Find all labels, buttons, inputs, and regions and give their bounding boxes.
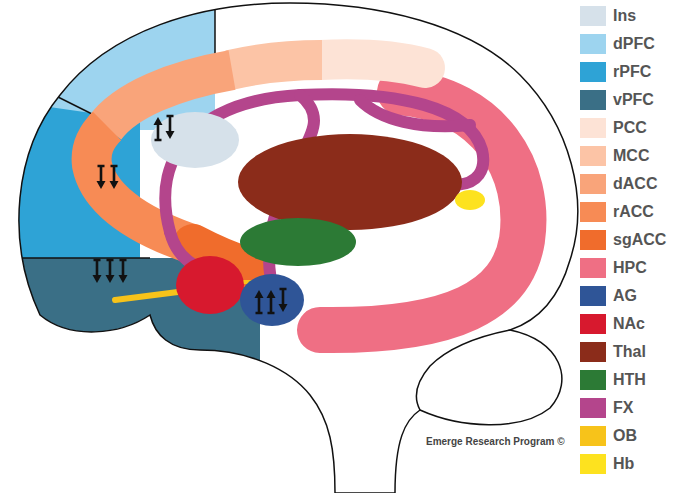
- legend-swatch: [580, 258, 606, 278]
- legend-swatch: [580, 62, 606, 82]
- legend-label: FX: [613, 398, 633, 418]
- legend-swatch: [580, 90, 606, 110]
- legend-label: rPFC: [613, 62, 651, 82]
- legend-swatch: [580, 146, 606, 166]
- legend-swatch: [580, 202, 606, 222]
- olfactory-bulb: [115, 292, 178, 300]
- brain-outline: [19, 3, 578, 493]
- legend-swatch: [580, 314, 606, 334]
- legend-label: rACC: [613, 202, 654, 222]
- legend-label: HTH: [613, 370, 646, 390]
- hypothalamus: [240, 218, 356, 266]
- legend-label: NAc: [613, 314, 645, 334]
- legend-label: sgACC: [613, 230, 666, 250]
- legend-swatch: [580, 230, 606, 250]
- legend-label: Thal: [613, 342, 646, 362]
- legend-label: dPFC: [613, 34, 655, 54]
- legend-swatch: [580, 174, 606, 194]
- legend-label: Hb: [613, 454, 634, 474]
- habenula: [455, 190, 485, 210]
- nucleus-accumbens: [176, 256, 244, 314]
- legend-swatch: [580, 286, 606, 306]
- watermark: Emerge Research Program ©: [424, 436, 567, 447]
- legend-label: AG: [613, 286, 637, 306]
- insula: [151, 112, 239, 168]
- legend-swatch: [580, 342, 606, 362]
- prefrontal-regions: [0, 0, 260, 360]
- amygdala: [240, 274, 304, 326]
- change-arrows: [93, 116, 288, 313]
- thalamus: [238, 134, 462, 230]
- legend-swatch: [580, 34, 606, 54]
- legend-label: OB: [613, 426, 637, 446]
- legend-swatch: [580, 118, 606, 138]
- legend-label: Ins: [613, 6, 636, 26]
- legend-label: vPFC: [613, 90, 654, 110]
- legend-label: MCC: [613, 146, 649, 166]
- legend-swatch: [580, 426, 606, 446]
- legend-label: PCC: [613, 118, 647, 138]
- legend-label: HPC: [613, 258, 647, 278]
- legend-swatch: [580, 398, 606, 418]
- legend-swatch: [580, 454, 606, 474]
- legend-label: dACC: [613, 174, 657, 194]
- cerebellum-outline: [416, 330, 510, 410]
- legend-swatch: [580, 370, 606, 390]
- legend-swatch: [580, 6, 606, 26]
